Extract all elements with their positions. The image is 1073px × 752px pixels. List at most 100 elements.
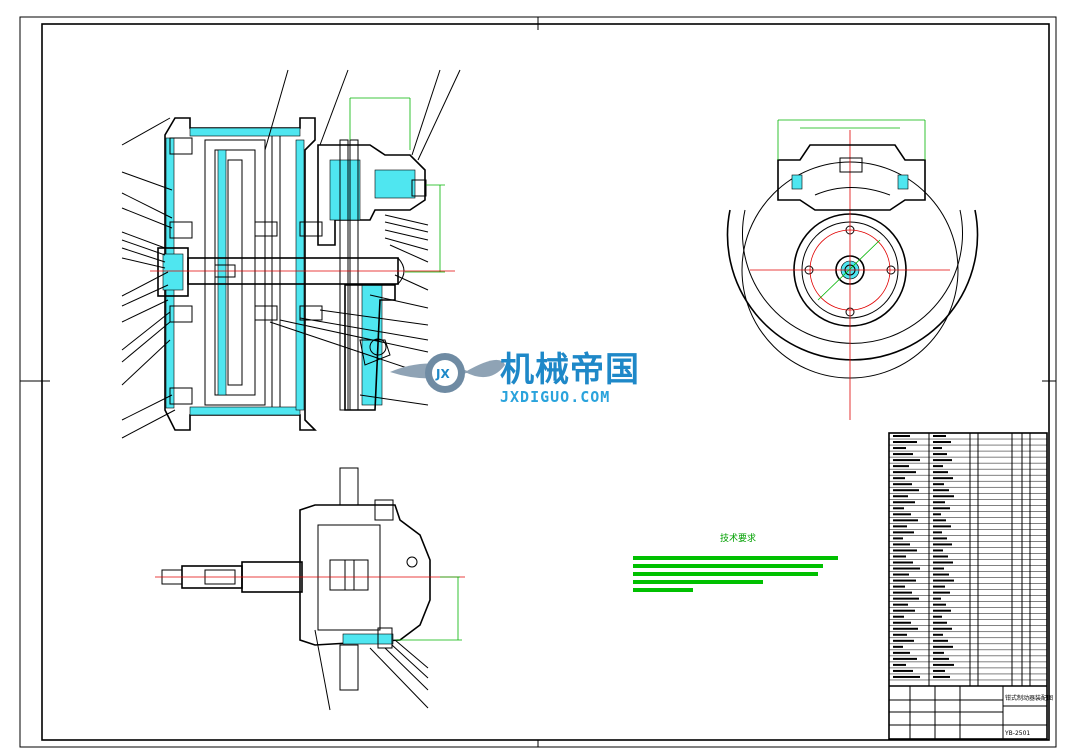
brand-name: 机械帝国 — [500, 350, 640, 390]
parts-list-cell-mark — [933, 435, 946, 437]
parts-list-cell-mark — [933, 561, 953, 564]
parts-list-cell-mark — [893, 507, 904, 510]
parts-list-cell-mark — [893, 603, 908, 606]
parts-list-cell-mark — [893, 489, 919, 492]
parts-list-cell-mark — [933, 597, 941, 600]
parts-list-cell-mark — [893, 471, 916, 474]
gear-icon: JX — [390, 353, 505, 393]
parts-list-cell-mark — [933, 663, 954, 666]
parts-list-cell-mark — [933, 453, 947, 456]
notes-title: 技术要求 — [720, 532, 756, 544]
parts-list-cell-mark — [893, 549, 917, 552]
parts-list-cell-mark — [893, 579, 916, 582]
parts-list-cell-mark — [933, 651, 944, 654]
parts-list-cell-mark — [933, 603, 946, 606]
technical-requirements: 技术要求 — [633, 532, 838, 592]
sheet-frame — [19, 16, 1057, 748]
parts-list-cell-mark — [893, 651, 910, 654]
parts-list-cell-mark — [893, 531, 914, 534]
parts-list-cell-mark — [893, 483, 912, 486]
parts-list-cell-mark — [893, 639, 914, 642]
section-view — [121, 69, 461, 439]
parts-list-cell-mark — [933, 585, 945, 588]
badge-text: JX — [435, 367, 450, 381]
parts-list-cell-mark — [933, 441, 951, 444]
title-block: 钳式制动器装配图 YB-2501 — [888, 432, 1053, 740]
parts-list-cell-mark — [933, 537, 947, 540]
watermark: JX 机械帝国 JXDIGUO.COM — [390, 350, 640, 406]
parts-list-cell-mark — [933, 549, 943, 552]
parts-list-cell-mark — [933, 519, 946, 522]
parts-list-cell-mark — [893, 543, 910, 546]
parts-list-cell-mark — [893, 597, 919, 600]
parts-list-cell-mark — [893, 645, 903, 648]
parts-list — [889, 435, 1047, 681]
parts-list-cell-mark — [893, 627, 918, 630]
parts-list-cell-mark — [893, 669, 913, 672]
parts-list-cell-mark — [933, 615, 942, 618]
parts-list-cell-mark — [893, 609, 915, 612]
parts-list-cell-mark — [933, 513, 941, 516]
parts-list-cell-mark — [933, 669, 945, 672]
parts-list-cell-mark — [893, 447, 906, 450]
parts-list-cell-mark — [933, 489, 949, 492]
parts-list-cell-mark — [933, 657, 949, 660]
leader-lines-top — [264, 69, 461, 161]
parts-list-cell-mark — [933, 543, 952, 546]
parts-list-cell-mark — [893, 657, 917, 660]
parts-list-cell-mark — [933, 471, 948, 474]
leader-lines-right — [269, 214, 429, 406]
parts-list-cell-mark — [933, 459, 952, 462]
parts-list-cell-mark — [933, 609, 951, 612]
parts-list-cell-mark — [893, 525, 907, 528]
parts-list-cell-mark — [893, 621, 911, 624]
parts-list-cell-mark — [933, 465, 943, 468]
parts-list-cell-mark — [893, 501, 915, 504]
parts-list-cell-mark — [933, 573, 949, 576]
parts-list-cell-mark — [933, 447, 942, 450]
parts-list-cell-mark — [893, 555, 906, 558]
parts-list-cell-mark — [933, 645, 953, 648]
parts-list-cell-mark — [893, 435, 910, 437]
parts-list-cell-mark — [893, 633, 907, 636]
leader-lines-left — [121, 117, 176, 439]
parts-list-cell-mark — [893, 663, 906, 666]
parts-list-cell-mark — [893, 573, 909, 576]
parts-list-cell-mark — [893, 519, 918, 522]
parts-list-cell-mark — [933, 675, 950, 678]
parts-list-cell-mark — [893, 465, 909, 468]
parts-list-cell-mark — [893, 513, 911, 516]
side-view — [726, 119, 979, 420]
parts-list-cell-mark — [933, 507, 950, 510]
parts-list-cell-mark — [893, 615, 904, 618]
parts-list-cell-mark — [893, 567, 920, 570]
parts-list-cell-mark — [933, 555, 948, 558]
parts-list-cell-mark — [933, 627, 952, 630]
drawing-title: 钳式制动器装配图 — [1005, 694, 1053, 702]
parts-list-cell-mark — [933, 621, 947, 624]
parts-list-cell-mark — [933, 579, 954, 582]
parts-list-cell-mark — [933, 639, 948, 642]
top-view — [155, 467, 465, 711]
parts-list-cell-mark — [933, 495, 954, 498]
parts-list-cell-mark — [933, 483, 944, 486]
parts-list-cell-mark — [893, 675, 920, 678]
parts-list-cell-mark — [893, 561, 913, 564]
parts-list-cell-mark — [893, 537, 903, 540]
parts-list-cell-mark — [893, 441, 917, 444]
parts-list-cell-mark — [933, 525, 951, 528]
parts-list-cell-mark — [933, 633, 943, 636]
parts-list-cell-mark — [933, 501, 945, 504]
parts-list-cell-mark — [893, 477, 905, 480]
parts-list-cell-mark — [893, 585, 905, 588]
parts-list-cell-mark — [893, 591, 912, 594]
parts-list-cell-mark — [933, 477, 953, 480]
parts-list-cell-mark — [893, 495, 908, 498]
parts-list-cell-mark — [933, 567, 944, 570]
parts-list-cell-mark — [893, 459, 920, 462]
drawing-number: YB-2501 — [1004, 730, 1030, 737]
parts-list-cell-mark — [893, 453, 913, 456]
parts-list-cell-mark — [933, 531, 942, 534]
parts-list-cell-mark — [933, 591, 950, 594]
